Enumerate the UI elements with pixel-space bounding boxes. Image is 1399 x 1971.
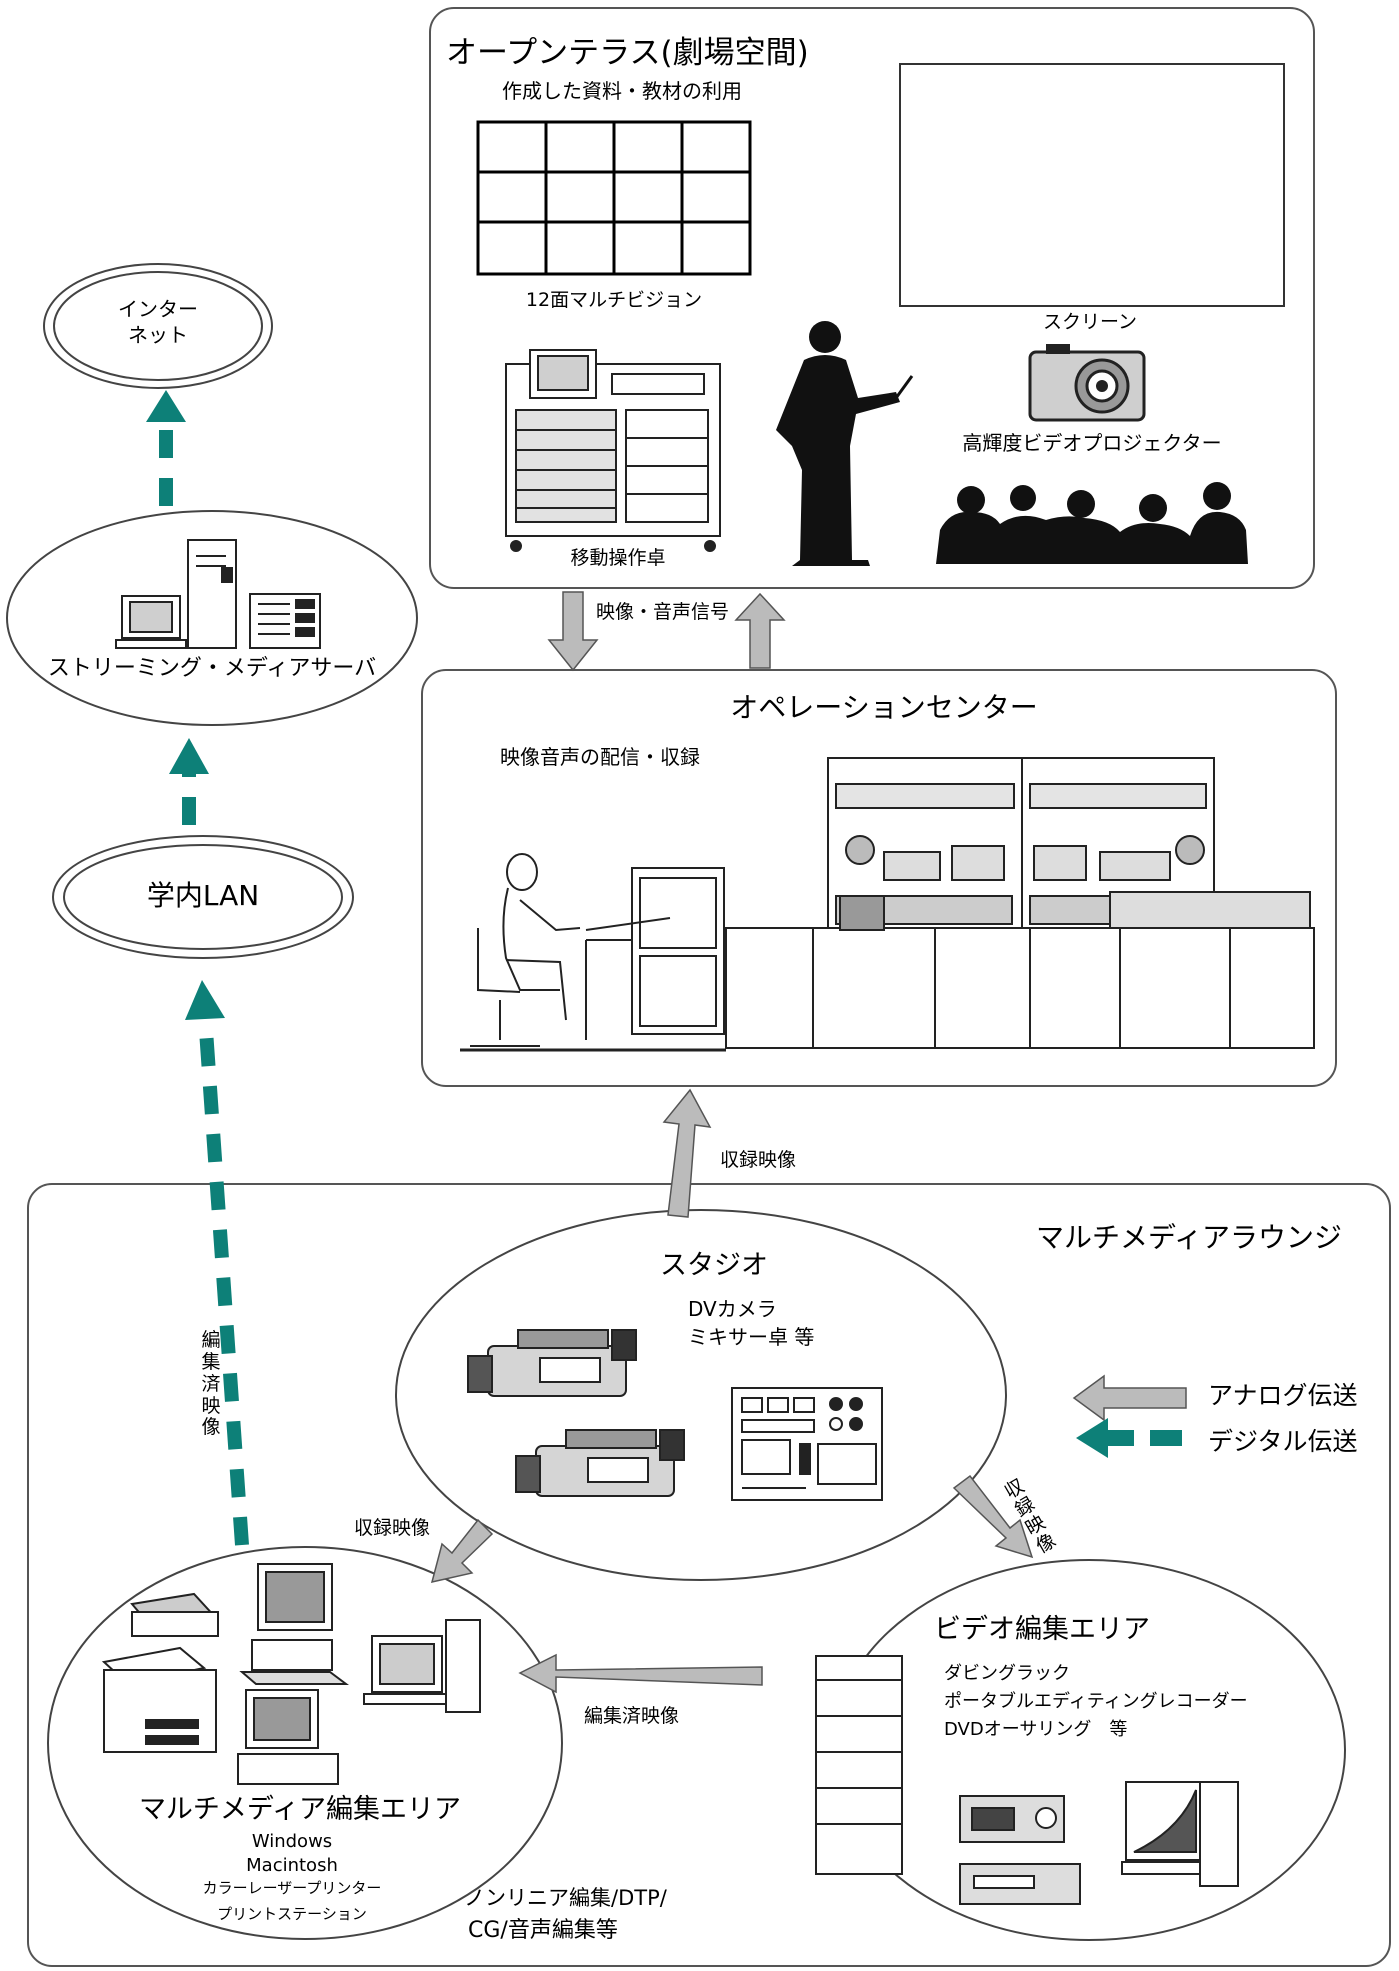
vertical-char: 映 — [201, 1394, 221, 1417]
server-workstation-icons — [115, 539, 321, 649]
vertical-char: 像 — [201, 1416, 221, 1439]
nonlinear-line2: CG/音声編集等 — [468, 1918, 618, 1943]
multimedia-edit-line2: Macintosh — [246, 1855, 338, 1876]
digital-arrowhead-lan — [185, 980, 225, 1020]
legend-digital-arrow — [1076, 1418, 1182, 1458]
mobile-console-icon — [505, 349, 721, 552]
internet-node — [43, 263, 273, 389]
console-label: 移動操作卓 — [570, 547, 666, 569]
analog-arrow-studio-to-operation — [662, 1088, 712, 1218]
studio-line2: ミキサー卓 等 — [688, 1325, 815, 1349]
projector-icon — [1028, 344, 1146, 422]
legend-analog-label: アナログ伝送 — [1208, 1381, 1358, 1410]
internet-label-line1: インター — [118, 297, 198, 321]
campus-lan-label: 学内LAN — [146, 879, 260, 912]
streaming-server-label: ストリーミング・メディアサーバ — [47, 656, 377, 681]
vertical-char: 済 — [201, 1372, 221, 1395]
video-edit-title: ビデオ編集エリア — [934, 1614, 1150, 1645]
analog-arrow-studio-to-multimedia — [430, 1518, 494, 1584]
analog-arrow-video-to-multimedia — [518, 1653, 763, 1694]
operation-center-title: オペレーションセンター — [730, 691, 1038, 724]
multivision-wall — [476, 120, 752, 276]
digital-arrowhead-internet — [146, 390, 186, 422]
lounge-title: マルチメディアラウンジ — [1036, 1221, 1343, 1254]
multivision-label: 12面マルチビジョン — [525, 289, 703, 311]
edited-video-vertical-label: 編 集 済 映 像 — [200, 1329, 222, 1439]
recorded-video-label-left: 収録映像 — [354, 1517, 431, 1539]
analog-arrow-down-to-operation — [547, 591, 599, 672]
video-edit-line3: DVDオーサリング 等 — [944, 1719, 1128, 1740]
recorded-video-label-top: 収録映像 — [720, 1149, 797, 1171]
video-edit-line2: ポータブルエディティングレコーダー — [944, 1691, 1248, 1712]
operation-center-subtitle: 映像音声の配信・収録 — [500, 745, 700, 769]
operation-desk — [460, 867, 726, 1052]
video-edit-line1: ダビングラック — [944, 1663, 1070, 1684]
operator-seated-figure — [470, 853, 581, 1047]
projection-screen — [899, 63, 1285, 307]
multimedia-edit-line1: Windows — [251, 1831, 333, 1852]
studio-line1: DVカメラ — [688, 1297, 777, 1321]
multimedia-computers-and-printers — [101, 1563, 481, 1785]
multimedia-edit-line3: カラーレーザープリンター — [202, 1879, 382, 1897]
screen-label: スクリーン — [1042, 311, 1138, 333]
digital-link-edit-to-lan — [198, 1015, 249, 1546]
multimedia-edit-title: マルチメディア編集エリア — [138, 1794, 462, 1825]
dv-camera-icon-2 — [515, 1429, 685, 1497]
multimedia-edit-line4: プリントステーション — [217, 1905, 367, 1923]
edited-video-label: 編集済映像 — [584, 1705, 680, 1727]
analog-arrow-studio-to-video-edit — [952, 1474, 1034, 1559]
mixer-console-icon — [731, 1387, 883, 1501]
nonlinear-line1: ノンリニア編集/DTP/ — [464, 1886, 667, 1910]
equipment-rack-bank — [725, 757, 1315, 1049]
projector-label: 高輝度ビデオプロジェクター — [962, 431, 1222, 455]
analog-arrow-up-to-terrace — [734, 592, 786, 669]
digital-arrowhead-server — [169, 738, 209, 774]
legend-analog-arrow — [1072, 1374, 1187, 1422]
studio-title: スタジオ — [660, 1250, 768, 1281]
vertical-char: 編 — [201, 1329, 221, 1351]
dv-camera-icon-1 — [467, 1329, 637, 1397]
multimedia-lounge-panel — [27, 1183, 1391, 1967]
campus-lan-node — [52, 835, 354, 959]
operation-center-panel — [421, 669, 1337, 1087]
legend-digital-label: デジタル伝送 — [1208, 1427, 1358, 1456]
av-signal-label: 映像・音声信号 — [596, 601, 730, 623]
video-edit-equipment — [815, 1655, 1239, 1905]
vertical-char: 集 — [201, 1350, 221, 1373]
open-terrace-panel — [429, 7, 1315, 589]
open-terrace-subtitle: 作成した資料・教材の利用 — [502, 79, 742, 103]
internet-label-line2: ネット — [128, 323, 188, 347]
audience-silhouettes — [936, 482, 1248, 564]
presenter-silhouette — [776, 321, 914, 566]
open-terrace-title: オープンテラス(劇場空間) — [446, 35, 809, 71]
